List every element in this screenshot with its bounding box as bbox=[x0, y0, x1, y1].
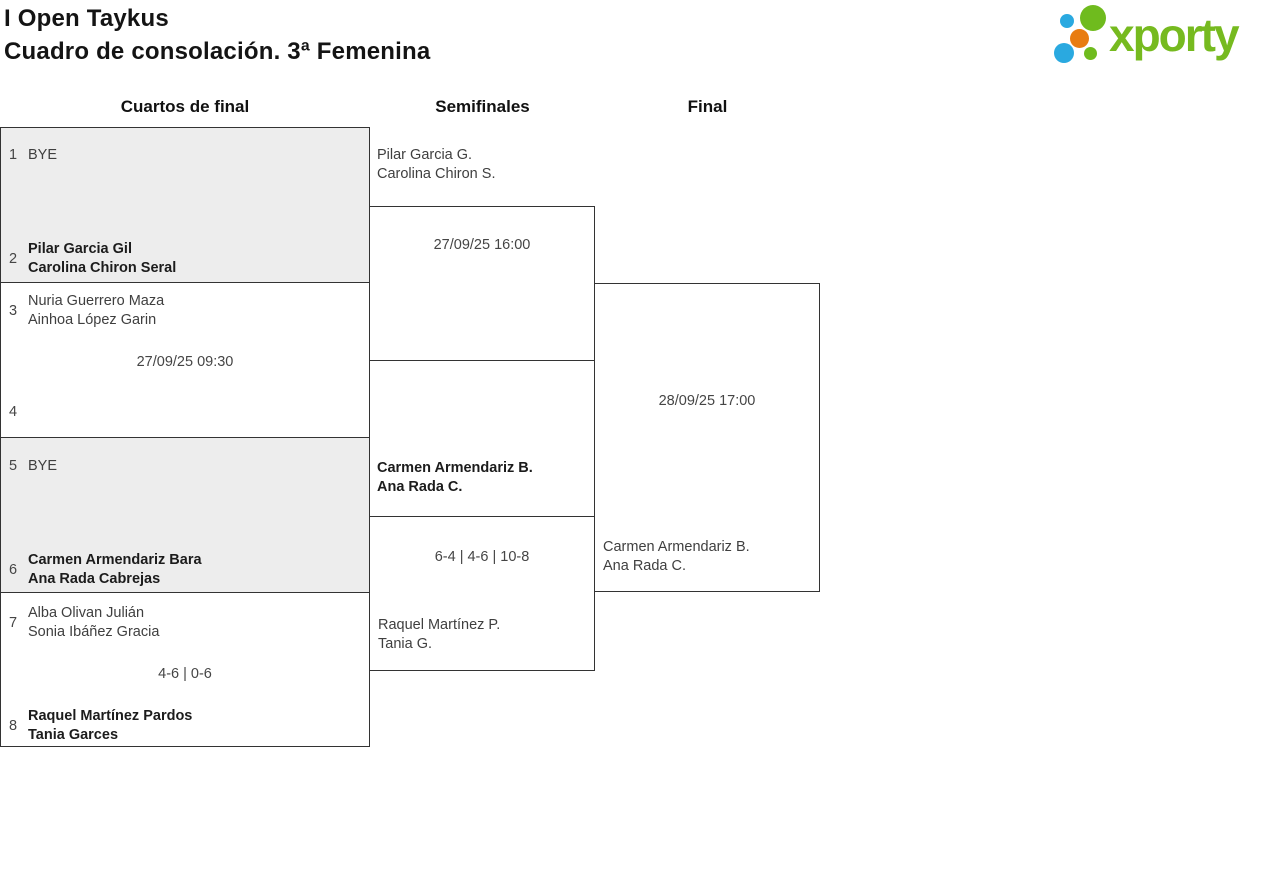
team-names: BYE bbox=[28, 146, 57, 165]
logo-dot-green-small-icon bbox=[1084, 47, 1097, 60]
match-box-qf4: 7 Alba Olivan Julián Sonia Ibáñez Gracia… bbox=[0, 592, 370, 747]
team-player-1: Raquel Martínez P. bbox=[378, 617, 501, 633]
match-box-final: 28/09/25 17:00 Carmen Armendariz B. Ana … bbox=[594, 283, 820, 592]
sf2-team1-label: Carmen Armendariz B. Ana Rada C. bbox=[377, 459, 533, 496]
seed-number: 1 bbox=[9, 147, 18, 164]
team-player-1: Carmen Armendariz Bara bbox=[28, 552, 202, 568]
team-player-1: Nuria Guerrero Maza bbox=[28, 293, 165, 309]
team-player-2: Tania G. bbox=[378, 635, 432, 652]
team-player-1: BYE bbox=[28, 147, 58, 163]
final-team2-label: Carmen Armendariz B. Ana Rada C. bbox=[603, 538, 750, 575]
team-player-1: Carmen Armendariz B. bbox=[603, 539, 750, 555]
bracket-subtitle: Cuadro de consolación. 3ª Femenina bbox=[4, 38, 431, 65]
team-player-1: Alba Olivan Julián bbox=[28, 605, 145, 621]
team-player-2: Ana Rada C. bbox=[377, 478, 463, 495]
team-player-1: Pilar Garcia G. bbox=[377, 147, 473, 163]
match-box-qf2: 3 Nuria Guerrero Maza Ainhoa López Garin… bbox=[0, 282, 370, 438]
team-player-1: BYE bbox=[28, 458, 58, 474]
team-player-1: Raquel Martínez Pardos bbox=[28, 708, 193, 724]
match-box-sf1: 27/09/25 16:00 bbox=[369, 206, 595, 361]
match-score: 6-4 | 4-6 | 10-8 bbox=[434, 549, 530, 565]
team-slot: 5 BYE bbox=[1, 457, 369, 476]
match-datetime: 27/09/25 09:30 bbox=[136, 354, 234, 370]
xporty-logo-text: xporty bbox=[1109, 9, 1240, 61]
tournament-title: I Open Taykus bbox=[4, 5, 169, 32]
team-slot: 1 BYE bbox=[1, 146, 369, 165]
match-box-qf3: 5 BYE 6 Carmen Armendariz Bara Ana Rada … bbox=[0, 437, 370, 593]
logo-dot-orange-icon bbox=[1070, 29, 1089, 48]
team-player-2: Carolina Chiron Seral bbox=[28, 259, 177, 276]
seed-number: 5 bbox=[9, 458, 18, 475]
team-names: Carmen Armendariz Bara Ana Rada Cabrejas bbox=[28, 551, 202, 588]
team-player-2: Carolina Chiron S. bbox=[377, 165, 496, 182]
xporty-logo[interactable]: xporty bbox=[1045, 0, 1280, 75]
team-names: Pilar Garcia Gil Carolina Chiron Seral bbox=[28, 240, 176, 277]
team-player-2: Ainhoa López Garin bbox=[28, 311, 157, 328]
column-header-final: Final bbox=[687, 97, 728, 116]
team-player-1: Carmen Armendariz B. bbox=[377, 460, 533, 476]
sf2-team2-label: Raquel Martínez P. Tania G. bbox=[378, 616, 500, 653]
team-slot-winner: 2 Pilar Garcia Gil Carolina Chiron Seral bbox=[1, 240, 369, 277]
team-names: Alba Olivan Julián Sonia Ibáñez Gracia bbox=[28, 604, 159, 641]
team-slot: 7 Alba Olivan Julián Sonia Ibáñez Gracia bbox=[1, 604, 369, 641]
seed-number: 3 bbox=[9, 302, 18, 319]
seed-number: 4 bbox=[9, 404, 18, 420]
match-datetime: 28/09/25 17:00 bbox=[658, 393, 756, 409]
team-player-2: Sonia Ibáñez Gracia bbox=[28, 623, 160, 640]
team-player-1: Pilar Garcia Gil bbox=[28, 241, 132, 257]
seed-number: 6 bbox=[9, 561, 18, 578]
sf1-team1-label: Pilar Garcia G. Carolina Chiron S. bbox=[377, 146, 495, 183]
match-score: 4-6 | 0-6 bbox=[158, 666, 212, 682]
team-slot-winner: 8 Raquel Martínez Pardos Tania Garces bbox=[1, 707, 369, 744]
team-player-2: Ana Rada Cabrejas bbox=[28, 570, 161, 587]
logo-dot-blue-small-icon bbox=[1060, 14, 1074, 28]
team-player-2: Ana Rada C. bbox=[603, 557, 687, 574]
team-player-2: Tania Garces bbox=[28, 726, 119, 743]
column-header-cuartos: Cuartos de final bbox=[120, 97, 250, 116]
logo-dot-green-large-icon bbox=[1080, 5, 1106, 31]
team-names: Raquel Martínez Pardos Tania Garces bbox=[28, 707, 192, 744]
seed-number: 2 bbox=[9, 250, 18, 267]
logo-dot-blue-large-icon bbox=[1054, 43, 1074, 63]
team-slot: 3 Nuria Guerrero Maza Ainhoa López Garin bbox=[1, 292, 369, 329]
seed-number: 8 bbox=[9, 717, 18, 734]
seed-number: 7 bbox=[9, 614, 18, 631]
team-names: Nuria Guerrero Maza Ainhoa López Garin bbox=[28, 292, 164, 329]
column-header-semifinales: Semifinales bbox=[435, 97, 530, 116]
match-datetime: 27/09/25 16:00 bbox=[433, 237, 531, 253]
team-names: BYE bbox=[28, 457, 57, 476]
match-box-qf1: 1 BYE 2 Pilar Garcia Gil Carolina Chiron… bbox=[0, 127, 370, 283]
match-box-sf2: 6-4 | 4-6 | 10-8 Raquel Martínez P. Tani… bbox=[369, 516, 595, 671]
team-slot-winner: 6 Carmen Armendariz Bara Ana Rada Cabrej… bbox=[1, 551, 369, 588]
